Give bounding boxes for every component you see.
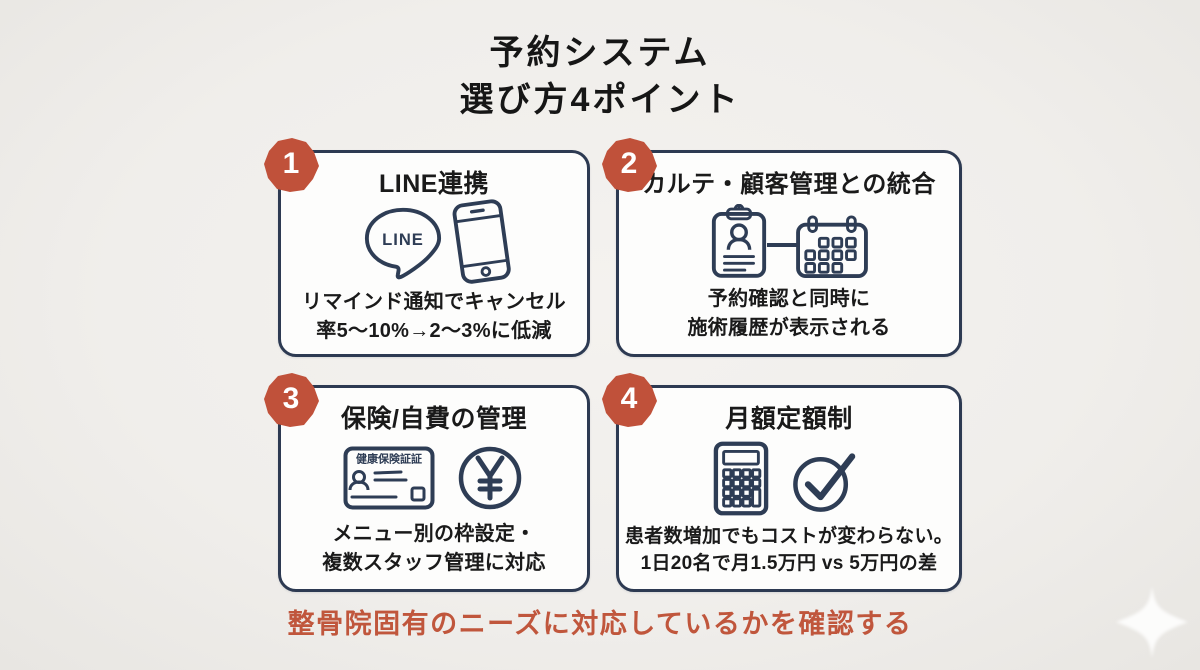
badge-seal-shape xyxy=(602,138,657,192)
card-icons: 健康保険証証 xyxy=(343,435,525,520)
badge-4: 4 xyxy=(599,370,659,430)
card-karte-integration: 2 カルテ・顧客管理との統合 xyxy=(602,138,962,357)
description-line-1: メニュー別の枠設定・ xyxy=(332,523,536,545)
badge-3: 3 xyxy=(261,370,321,430)
line-bubble-label: LINE xyxy=(382,230,424,249)
yen-circle-icon xyxy=(458,446,522,509)
card-icons xyxy=(709,199,869,285)
check-circle-icon xyxy=(793,453,856,512)
smartphone-icon xyxy=(450,197,514,291)
card-title: カルテ・顧客管理との統合 xyxy=(642,171,936,198)
badge-seal-shape xyxy=(602,373,657,427)
card-description: リマインド通知でキャンセル 率5〜10%→2〜3%に低減 xyxy=(302,288,566,346)
card-line-integration: 1 LINE連携 LINE リマインド通知でキャンセル 率5〜10%→2〜3%に… xyxy=(264,138,590,357)
card-icons xyxy=(713,435,865,523)
card-description: 患者数増加でもコストが変わらない。 1日20名で月1.5万円 vs 5万円の差 xyxy=(625,523,953,578)
card-title: 月額定額制 xyxy=(725,405,853,433)
badge-seal-shape xyxy=(264,373,319,427)
card-description: メニュー別の枠設定・ 複数スタッフ管理に対応 xyxy=(322,520,545,578)
description-line-1: 予約確認と同時に xyxy=(707,288,871,310)
card-description: 予約確認と同時に 施術履歴が表示される xyxy=(688,285,891,343)
line-bubble-icon: LINE xyxy=(364,207,442,280)
card-icons: LINE xyxy=(360,199,511,288)
badge-number: 4 xyxy=(620,381,638,415)
footer-message: 整骨院固有のニーズに対応しているかを確認する xyxy=(287,609,913,639)
badge-number: 3 xyxy=(282,381,300,415)
badge-number: 2 xyxy=(620,146,638,180)
page-title-line-1: 予約システム xyxy=(489,34,711,72)
badge-seal-shape xyxy=(264,138,319,192)
description-line-1: 患者数増加でもコストが変わらない。 xyxy=(624,525,954,547)
card-flat-rate: 4 月額定額制 患者数増加でもコストが変わらない。 1 xyxy=(602,373,962,592)
calculator-icon xyxy=(713,442,769,516)
sparkle-icon xyxy=(1116,586,1188,658)
badge-number: 1 xyxy=(282,146,300,180)
card-title: 保険/自費の管理 xyxy=(341,405,527,433)
description-line-1: リマインド通知でキャンセル xyxy=(302,291,566,313)
link-line xyxy=(767,243,797,247)
description-line-2: 施術履歴が表示される xyxy=(687,317,891,339)
page-title: 予約システム 選び方4ポイント xyxy=(0,30,1200,124)
insurance-card-label: 健康保険証証 xyxy=(356,451,422,465)
card-title: LINE連携 xyxy=(379,170,489,198)
clipboard-patient-icon xyxy=(711,204,767,278)
insurance-card-icon: 健康保険証証 xyxy=(343,446,435,509)
card-insurance-selfpay: 3 保険/自費の管理 健康保険証証 xyxy=(264,373,590,592)
badge-2: 2 xyxy=(599,135,659,195)
calendar-icon xyxy=(796,215,868,279)
description-line-2: 複数スタッフ管理に対応 xyxy=(322,552,546,574)
description-line-2: 率5〜10%→2〜3%に低減 xyxy=(316,320,552,342)
description-line-2: 1日20名で月1.5万円 vs 5万円の差 xyxy=(640,553,938,575)
page-title-line-2: 選び方4ポイント xyxy=(459,81,741,119)
badge-1: 1 xyxy=(261,135,321,195)
